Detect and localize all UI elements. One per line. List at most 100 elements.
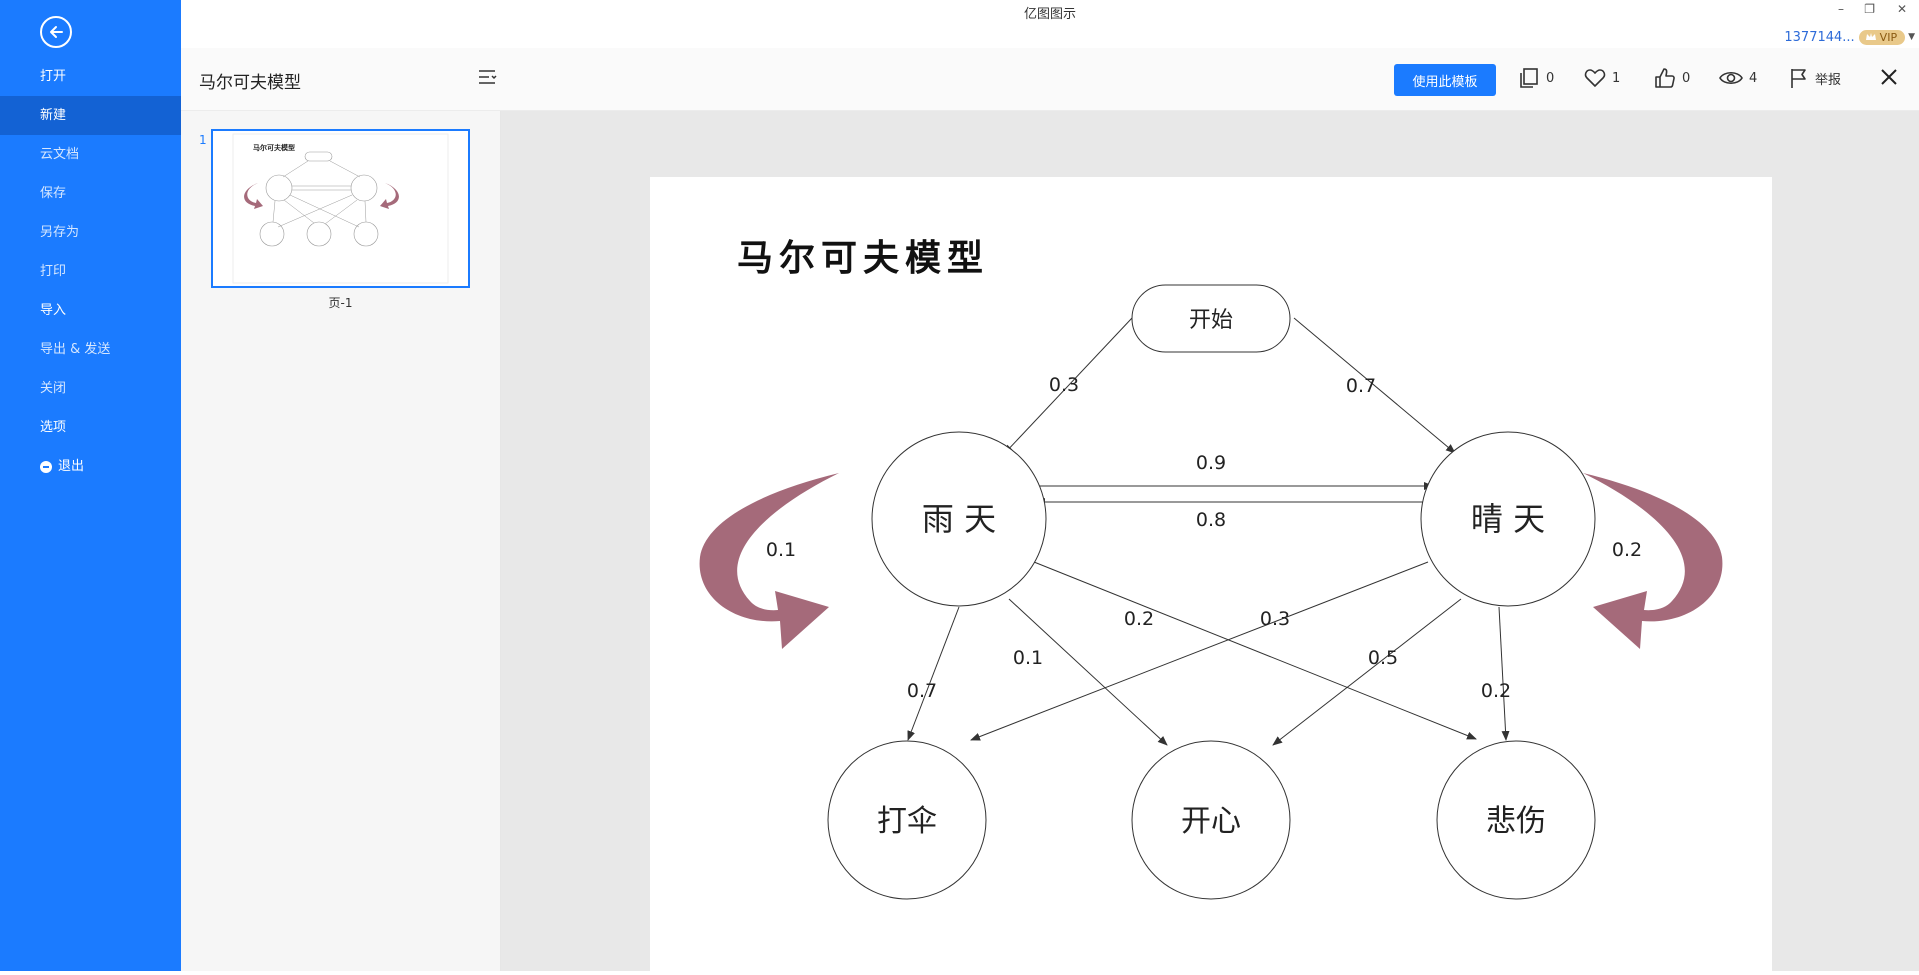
node-sun: [1420, 431, 1596, 607]
edge-rain-umbrella: [907, 606, 960, 741]
like-count: 0: [1682, 70, 1691, 86]
edge-label-rain-happy: 0.1: [1013, 647, 1043, 669]
report-button[interactable]: 举报: [1789, 67, 1841, 89]
menu-item-label: 打印: [40, 264, 67, 279]
favorite-count: 1: [1612, 70, 1621, 86]
node-happy: [1131, 740, 1291, 900]
menu-item-close[interactable]: 关闭: [0, 369, 181, 408]
node-umbrella: [827, 740, 987, 900]
edge-sun-sad: [1498, 606, 1510, 741]
view-count: 4: [1749, 70, 1758, 86]
close-icon: [1881, 69, 1897, 85]
page-number: 1: [199, 133, 207, 147]
doc-title: 马尔可夫模型: [199, 73, 301, 93]
edge-label-sun-umbrella: 0.3: [1260, 608, 1290, 630]
menu-item-label: 云文档: [40, 147, 80, 162]
menu-item-label: 退出: [58, 459, 85, 474]
menu-item-print[interactable]: 打印: [0, 252, 181, 291]
node-happy-label: 开心: [1181, 804, 1241, 839]
copy-count: 0: [1546, 70, 1555, 86]
edge-label-start-sun: 0.7: [1346, 375, 1376, 397]
menu-item-label: 选项: [40, 420, 67, 435]
menu-item-label: 新建: [40, 108, 67, 123]
svg-text:马尔可夫模型: 马尔可夫模型: [253, 143, 295, 152]
edge-label-rain-self: 0.1: [766, 539, 796, 561]
self-loop-arrow-rain: [699, 473, 839, 649]
self-loop-arrow-sun: [1583, 473, 1723, 649]
edge-label-sun-happy: 0.5: [1368, 647, 1398, 669]
node-sad: [1436, 740, 1596, 900]
page-thumbnails-panel: 1 马尔可夫模型 页-1: [181, 111, 501, 971]
edge-start-rain: [1003, 317, 1133, 455]
copy-count-button[interactable]: 0: [1518, 67, 1554, 89]
edge-rain-happy: [1008, 598, 1168, 746]
flag-icon: [1791, 69, 1806, 88]
minus-circle-icon: [40, 460, 52, 473]
chevron-down-icon[interactable]: ▼: [1908, 32, 1915, 42]
node-rain: [871, 431, 1047, 607]
edge-label-start-rain: 0.3: [1049, 374, 1079, 396]
edge-label-sun-sad: 0.2: [1481, 680, 1511, 702]
crown-icon: [1865, 33, 1876, 40]
restore-button[interactable]: ❐: [1864, 2, 1875, 16]
edge-label-sun-rain: 0.8: [1196, 509, 1226, 531]
node-start: [1131, 284, 1291, 353]
thumbs-up-icon: [1655, 68, 1675, 88]
views-indicator: 4: [1719, 67, 1757, 89]
diagram-title: 马尔可夫模型: [737, 238, 989, 279]
app-title: 亿图图示: [1023, 7, 1076, 22]
canvas-area: 马尔可夫模型: [501, 111, 1919, 971]
template-header: 马尔可夫模型 使用此模板 0 1 0 4 举报: [181, 48, 1919, 111]
vip-label: VIP: [1879, 30, 1898, 44]
window-close-button[interactable]: ✕: [1896, 2, 1907, 16]
list-collapse-icon: [479, 70, 497, 84]
sidebar: 打开 新建 云文档 保存 另存为 打印 导入 导出 & 发送 关闭 选项 退出: [0, 0, 181, 971]
edge-sun-umbrella: [970, 561, 1429, 741]
user-account[interactable]: 1377144... VIP ▼: [1784, 26, 1919, 48]
edge-start-sun: [1293, 317, 1456, 454]
diagram-thumbnail-image: 马尔可夫模型: [232, 133, 449, 284]
menu-item-exit[interactable]: 退出: [0, 447, 181, 486]
file-menu: 打开 新建 云文档 保存 另存为 打印 导入 导出 & 发送 关闭 选项 退出: [0, 57, 181, 486]
minimize-button[interactable]: –: [1838, 2, 1844, 16]
node-sad-label: 悲伤: [1486, 804, 1546, 839]
user-name[interactable]: 1377144...: [1784, 29, 1855, 45]
menu-item-import[interactable]: 导入: [0, 291, 181, 330]
menu-item-cloud-docs[interactable]: 云文档: [0, 135, 181, 174]
edge-label-rain-umbrella: 0.7: [907, 680, 937, 702]
menu-item-save[interactable]: 保存: [0, 174, 181, 213]
node-rain-label: 雨 天: [922, 500, 996, 538]
node-start-label: 开始: [1189, 308, 1233, 333]
collapse-panel-button[interactable]: [477, 67, 497, 91]
menu-item-label: 另存为: [40, 225, 80, 240]
use-template-button[interactable]: 使用此模板: [1394, 64, 1496, 96]
menu-item-new[interactable]: 新建: [0, 96, 181, 135]
edge-label-rain-sun: 0.9: [1196, 452, 1226, 474]
favorite-button[interactable]: 1: [1584, 67, 1620, 89]
like-button[interactable]: 0: [1654, 67, 1690, 89]
edge-label-sun-self: 0.2: [1612, 539, 1642, 561]
page-label: 页-1: [328, 296, 353, 310]
menu-item-export-send[interactable]: 导出 & 发送: [0, 330, 181, 369]
menu-item-save-as[interactable]: 另存为: [0, 213, 181, 252]
eye-icon: [1719, 71, 1743, 85]
edge-rain-sad: [1033, 561, 1477, 740]
copy-icon: [1520, 68, 1538, 88]
menu-item-open[interactable]: 打开: [0, 57, 181, 96]
arrow-left-icon: [50, 26, 63, 38]
menu-item-options[interactable]: 选项: [0, 408, 181, 447]
title-bar: 亿图图示 – ❐ ✕: [181, 0, 1919, 24]
edge-sun-happy: [1272, 598, 1462, 746]
menu-item-label: 导出 & 发送: [40, 342, 111, 357]
vip-badge: VIP: [1858, 29, 1906, 45]
close-preview-button[interactable]: [1879, 67, 1899, 91]
page-thumbnail[interactable]: 马尔可夫模型: [211, 129, 470, 288]
node-sun-label: 晴 天: [1471, 500, 1545, 538]
menu-item-label: 打开: [40, 69, 67, 84]
diagram-page: 马尔可夫模型: [650, 177, 1772, 971]
menu-item-label: 导入: [40, 303, 67, 318]
edge-label-rain-sad: 0.2: [1124, 608, 1154, 630]
markov-diagram: 马尔可夫模型: [699, 238, 1723, 900]
heart-icon: [1584, 69, 1606, 88]
back-button[interactable]: [40, 16, 72, 48]
